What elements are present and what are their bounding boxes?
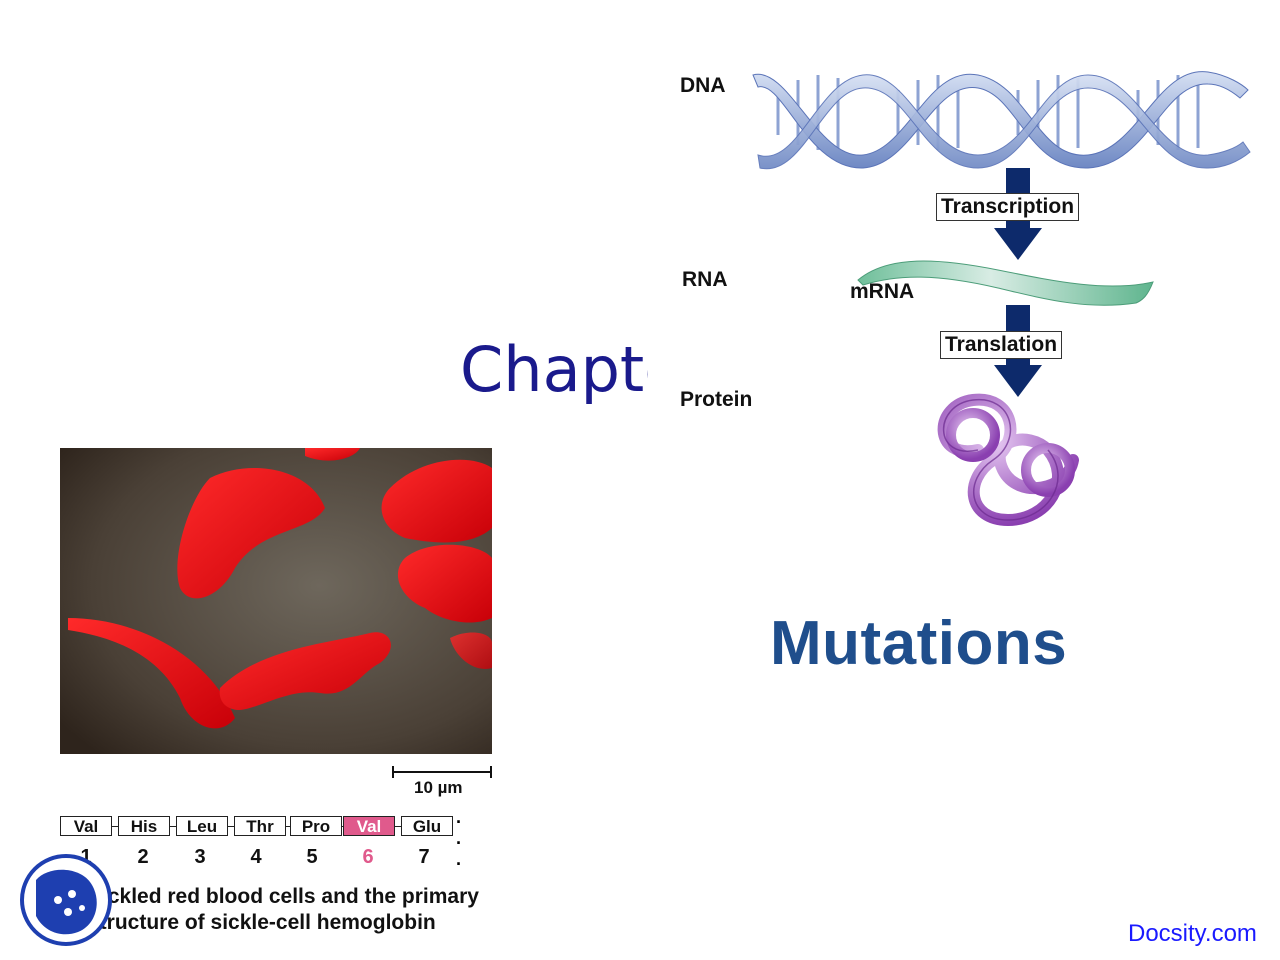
amino-acid-5: Pro [290, 816, 342, 836]
central-dogma-drawing [752, 71, 1251, 527]
position-1: 1 [80, 846, 92, 868]
mrna-label: mRNA [850, 280, 915, 303]
dna-helix [752, 71, 1251, 170]
chain-continuation: · · · [456, 812, 465, 874]
scale-bar [392, 766, 492, 778]
amino-acid-6-mutated: Val [343, 816, 395, 836]
caption-line-1: Sickled red blood cells and the primary [88, 885, 479, 908]
protein-label: Protein [680, 388, 753, 411]
amino-acid-7: Glu [401, 816, 453, 836]
transcription-label: Transcription [936, 193, 1080, 221]
peptide-bond [395, 826, 401, 827]
translation-label: Translation [940, 331, 1063, 359]
scale-label: 10 µm [414, 778, 463, 797]
chapter-title: Chapter [460, 333, 648, 406]
dna-label: DNA [680, 74, 726, 97]
position-6: 6 [362, 846, 374, 868]
peptide-bond [112, 826, 118, 827]
docsity-link[interactable]: Docsity.com [1128, 920, 1257, 947]
translation-arrow-head [994, 365, 1042, 397]
caption-line-2: structure of sickle-cell hemoglobin [88, 911, 436, 934]
figure-caption: Sickled red blood cells and the primary … [88, 884, 479, 936]
docsity-logo-icon [20, 854, 112, 946]
position-5: 5 [306, 846, 318, 868]
sickle-cell-micrograph [60, 448, 492, 754]
position-2: 2 [137, 846, 149, 868]
mrna-strand [857, 260, 1154, 306]
amino-acid-2: His [118, 816, 170, 836]
peptide-bond [170, 826, 176, 827]
slide-title: Mutations [770, 609, 1068, 678]
amino-acid-1: Val [60, 816, 112, 836]
peptide-bond [228, 826, 234, 827]
peptide-bond [286, 826, 292, 827]
transcription-arrow-head [994, 228, 1042, 260]
rna-label: RNA [682, 268, 728, 291]
position-3: 3 [194, 846, 206, 868]
position-4: 4 [250, 846, 262, 868]
central-dogma-figure: DNA RNA Protein mRNA Transcription Trans… [648, 60, 1260, 540]
amino-acid-3: Leu [176, 816, 228, 836]
position-7: 7 [418, 846, 430, 868]
amino-acid-4: Thr [234, 816, 286, 836]
